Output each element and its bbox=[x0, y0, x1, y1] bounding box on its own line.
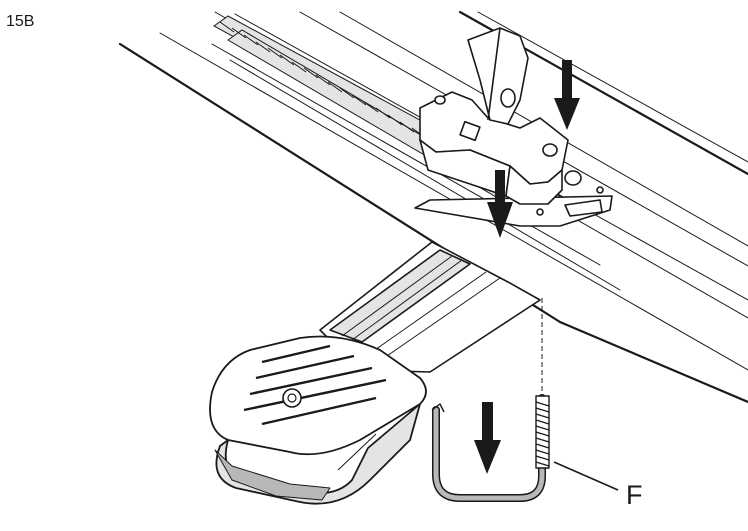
bar-end-cap bbox=[209, 335, 427, 505]
down-arrow-icon bbox=[554, 60, 580, 130]
down-arrow-icon bbox=[487, 170, 513, 238]
down-arrow-icon bbox=[474, 402, 501, 474]
callout-f-label: F bbox=[626, 480, 643, 510]
callout-f: F bbox=[553, 461, 643, 510]
u-bolt bbox=[431, 298, 550, 502]
step-label: 15B bbox=[6, 13, 35, 30]
rail-clamp bbox=[414, 27, 613, 227]
